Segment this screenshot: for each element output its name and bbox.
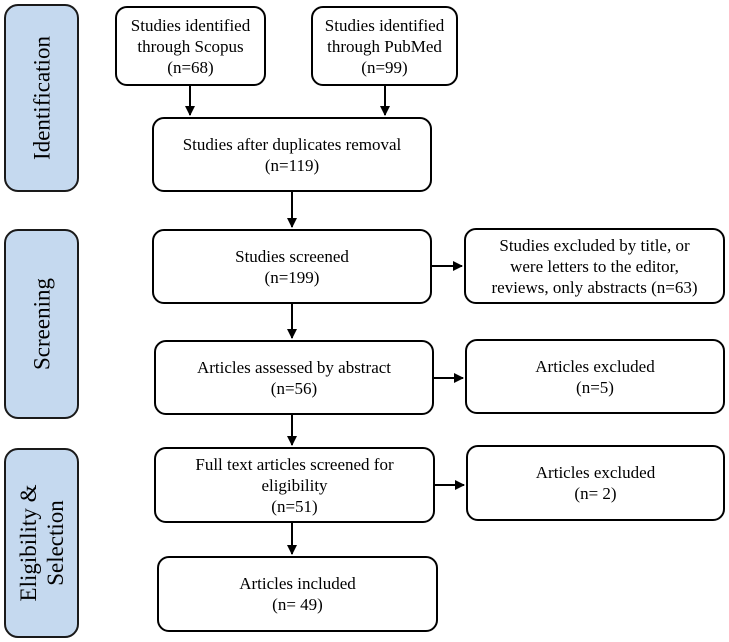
box-scopus-count: (n=68) [167, 57, 214, 77]
box-excluded-full-text-line1: Articles excluded [535, 463, 656, 482]
box-full-text-line1: Full text articles screened for [195, 454, 394, 474]
box-duplicates-removed-line1: Studies after duplicates removal [182, 134, 402, 154]
box-duplicates-removed-count: (n=119) [264, 155, 320, 175]
phase-screening: Screening [4, 229, 79, 419]
box-pubmed-line2: through PubMed [327, 36, 442, 56]
box-included-count: (n= 49) [272, 595, 323, 614]
box-excluded-abstract-count: (n=5) [576, 377, 614, 397]
box-assessed-abstract-count: (n=56) [270, 378, 318, 398]
box-excluded-abstract: Articles excluded (n=5) [465, 339, 725, 414]
box-included-line1: Articles included [239, 574, 356, 593]
box-full-text: Full text articles screened for eligibil… [154, 447, 435, 523]
box-assessed-abstract: Articles assessed by abstract (n=56) [154, 340, 434, 415]
box-excluded-abstract-line1: Articles excluded [535, 356, 655, 376]
box-included: Articles included (n= 49) [157, 556, 438, 632]
box-screened-count: (n=199) [264, 267, 320, 287]
box-excluded-title-line2: were letters to the editor, [510, 256, 679, 276]
box-excluded-title-line3: reviews, only abstracts (n=63) [491, 277, 698, 297]
box-pubmed-count: (n=99) [361, 57, 408, 77]
phase-eligibility-selection: Eligibility & Selection [4, 448, 79, 638]
box-screened-line1: Studies screened [235, 246, 349, 266]
box-scopus-line1: Studies identified [130, 15, 251, 35]
box-duplicates-removed: Studies after duplicates removal (n=119) [152, 117, 432, 192]
box-excluded-full-text: Articles excluded (n= 2) [466, 445, 725, 521]
box-pubmed-line1: Studies identified [324, 15, 445, 35]
box-scopus-line2: through Scopus [137, 36, 244, 56]
box-excluded-title: Studies excluded by title, or were lette… [464, 228, 725, 304]
box-assessed-abstract-line1: Articles assessed by abstract [196, 357, 392, 377]
box-full-text-line2: eligibility [261, 475, 328, 495]
box-pubmed: Studies identified through PubMed (n=99) [311, 6, 458, 86]
box-full-text-count: (n=51) [271, 496, 318, 516]
phase-identification: Identification [4, 4, 79, 192]
box-excluded-title-line1: Studies excluded by title, or [499, 235, 690, 255]
box-excluded-full-text-count: (n= 2) [574, 484, 617, 503]
box-screened: Studies screened (n=199) [152, 229, 432, 304]
box-scopus: Studies identified through Scopus (n=68) [115, 6, 266, 86]
